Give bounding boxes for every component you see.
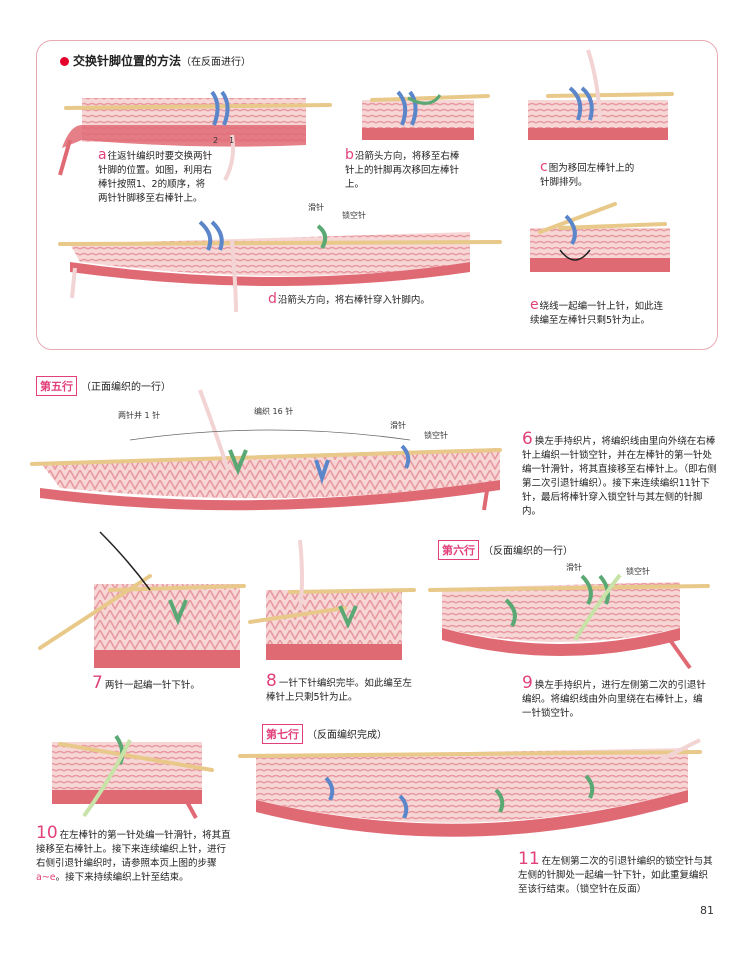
illustration-d <box>58 220 502 313</box>
box-subtitle: （在反面进行） <box>181 57 252 68</box>
illustration-8 <box>248 539 416 660</box>
row5-heading: 第五行 （正面编织的一行） <box>36 376 171 396</box>
label-2: 2 <box>213 136 219 145</box>
label-knit16: 编织 16 针 <box>254 407 294 416</box>
box-title-text: 交换针脚位置的方法 <box>73 54 182 68</box>
illustration-c <box>528 49 674 140</box>
row6-tag: 第六行 <box>438 540 479 560</box>
label-slip-5: 滑针 <box>390 421 406 430</box>
label-1: 1 <box>229 136 235 145</box>
bullet-dot-icon <box>60 57 69 66</box>
row6-heading: 第六行 （反面编织的一行） <box>438 540 573 560</box>
row6-subtitle: （反面编织的一行） <box>483 546 573 557</box>
label-locked-5: 锁空针 <box>424 431 448 440</box>
illustration-a <box>58 90 332 181</box>
label-locked-6: 锁空针 <box>626 567 650 576</box>
row7-tag: 第七行 <box>262 724 303 744</box>
label-locked-d: 锁空针 <box>342 211 366 220</box>
row7-subtitle: （反面编织完成） <box>307 730 387 741</box>
step-b: b沿箭头方向，将移至右棒针上的针脚再次移回左棒针上。 <box>345 147 460 190</box>
illustration-7 <box>38 531 246 668</box>
label-k2tog: 两针并 1 针 <box>118 411 161 420</box>
label-slip-d: 滑针 <box>308 203 324 212</box>
label-slip-6: 滑针 <box>566 563 582 572</box>
illustration-10 <box>52 734 214 819</box>
row7-heading: 第七行 （反面编织完成） <box>262 724 387 744</box>
box-title: 交换针脚位置的方法（在反面进行） <box>60 52 251 69</box>
step-d: d沿箭头方向，将右棒针穿入针脚内。 <box>268 291 430 307</box>
illustration-row5 <box>30 389 502 511</box>
step-c: c图为移回左棒针上的针脚排列。 <box>540 159 635 188</box>
step-a: a往返针编织时要交换两针针脚的位置。如图，利用右棒针按照1、2的顺序，将两针针脚… <box>98 147 213 204</box>
page-number: 81 <box>700 904 714 917</box>
row5-subtitle: （正面编织的一行） <box>81 382 171 393</box>
method-box <box>36 40 718 350</box>
illustration-b <box>362 90 490 140</box>
row5-tag: 第五行 <box>36 376 77 396</box>
illustration-row7 <box>238 738 702 837</box>
illustration-row6 <box>428 573 710 670</box>
step-e: e绕线一起编一针上针，如此连续编至左棒针只剩5针为止。 <box>530 297 664 326</box>
illustration-e <box>530 202 670 272</box>
